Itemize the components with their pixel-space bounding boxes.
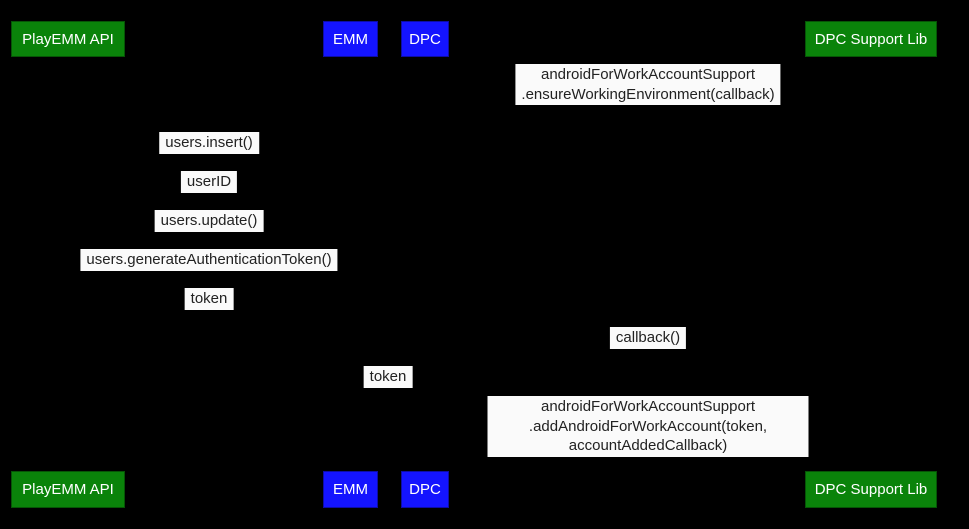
participant-playemm-api-top: PlayEMM API [11,21,125,57]
message-token-to-dpc: token [363,366,413,388]
message-userid: userID [180,171,238,193]
message-ensure-working-environment: androidForWorkAccountSupport .ensureWork… [515,64,781,105]
message-callback: callback() [609,327,687,349]
message-users-update: users.update() [154,210,264,232]
participant-dpc-support-lib-bottom: DPC Support Lib [805,471,937,508]
message-token-to-emm: token [184,288,234,310]
participant-emm-top: EMM [323,21,378,57]
participant-playemm-api-bottom: PlayEMM API [11,471,125,508]
participant-dpc-support-lib-top: DPC Support Lib [805,21,937,57]
participant-dpc-bottom: DPC [401,471,449,508]
message-add-android-for-work-account: androidForWorkAccountSupport .addAndroid… [487,396,809,457]
message-users-insert: users.insert() [159,132,259,154]
participant-emm-bottom: EMM [323,471,378,508]
participant-dpc-top: DPC [401,21,449,57]
message-generate-authentication-token: users.generateAuthenticationToken() [80,249,338,271]
